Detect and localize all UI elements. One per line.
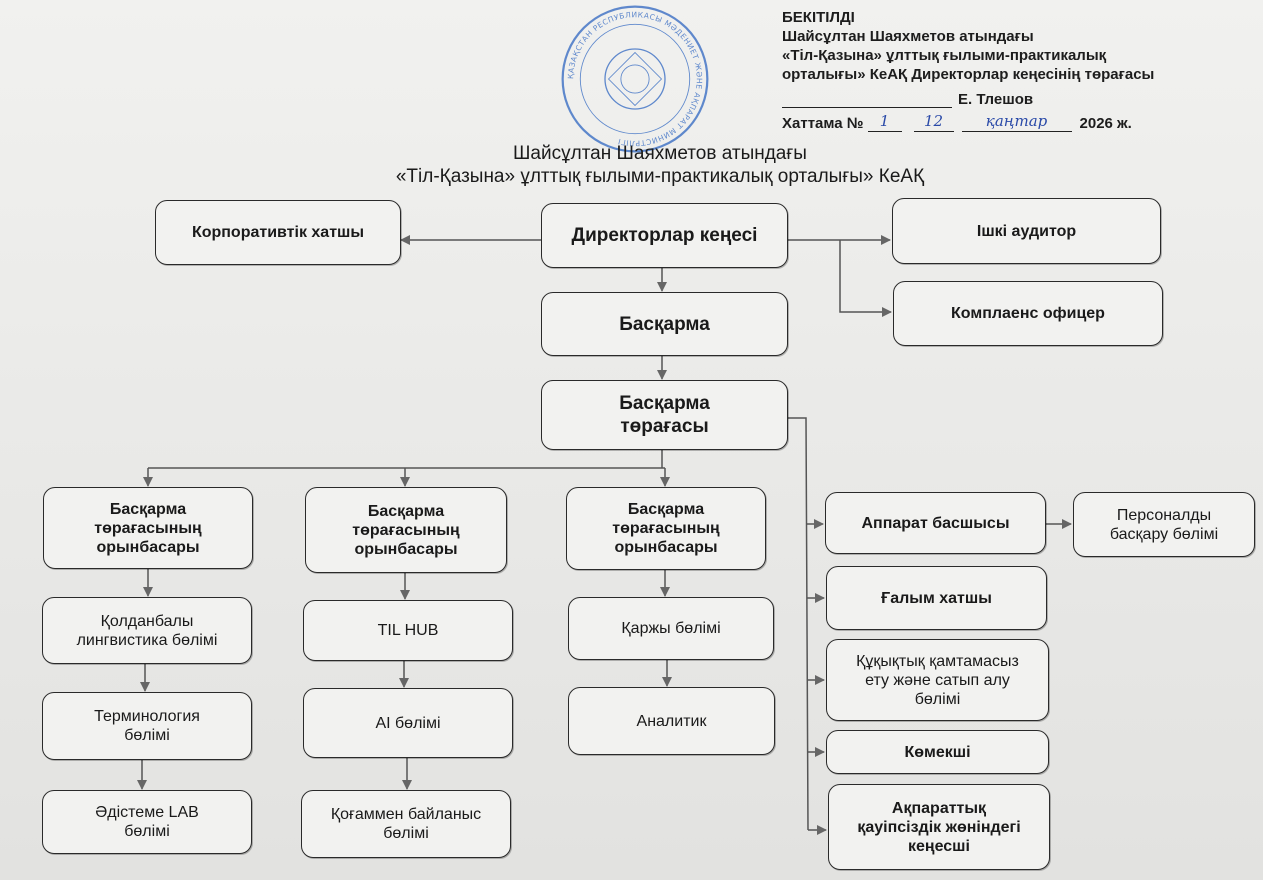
node-management-board[interactable]: Басқарма — [541, 292, 788, 356]
node-compliance-officer[interactable]: Комплаенс офицер — [893, 281, 1163, 346]
node-label-line: Ақпараттық — [891, 799, 987, 817]
node-label-line: Қолданбалы — [100, 612, 194, 630]
node-label: Қаржы бөлімі — [621, 620, 721, 637]
signature-blank — [782, 87, 952, 108]
title-line-1: Шайсұлтан Шаяхметов атындағы — [513, 143, 807, 164]
node-label: Ғалым хатшы — [881, 589, 992, 607]
node-label-line: бөлімі — [124, 823, 170, 840]
approval-line-1: Шайсұлтан Шаяхметов атындағы — [782, 28, 1034, 45]
node-scientific-secretary[interactable]: Ғалым хатшы — [826, 566, 1047, 630]
node-assistant[interactable]: Көмекші — [826, 730, 1049, 774]
node-label: Басқарма — [619, 313, 710, 335]
node-legal-procurement[interactable]: Құқықтық қамтамасыз ету және сатып алу б… — [826, 639, 1049, 721]
protocol-number: 1 — [879, 112, 890, 130]
node-label: Аппарат басшысы — [861, 514, 1010, 532]
node-deputy-2[interactable]: Басқарма төрағасының орынбасары — [305, 487, 507, 573]
node-terminology[interactable]: Терминология бөлімі — [42, 692, 252, 760]
node-label-line: Басқарма — [619, 393, 710, 414]
node-label-line: төрағасы — [620, 416, 709, 437]
node-label: Ішкі аудитор — [976, 222, 1077, 240]
node-finance[interactable]: Қаржы бөлімі — [568, 597, 774, 660]
node-label-line: Қоғаммен байланыс — [330, 806, 482, 823]
node-label-line: ету және сатып алу — [865, 671, 1010, 689]
node-label-line: бөлімі — [124, 727, 170, 744]
node-label-line: қауіпсіздік жөніндегі — [857, 818, 1021, 836]
node-label: Директорлар кеңесі — [571, 225, 758, 246]
node-label-line: орынбасары — [96, 538, 200, 556]
protocol-year: 2026 ж. — [1079, 115, 1132, 132]
node-til-hub[interactable]: TIL HUB — [303, 600, 513, 661]
approval-line-3: орталығы» КеАҚ Директорлар кеңесінің төр… — [782, 66, 1155, 83]
node-label: AI бөлімі — [375, 714, 441, 732]
node-applied-linguistics[interactable]: Қолданбалы лингвистика бөлімі — [42, 597, 252, 664]
node-label: TIL HUB — [377, 622, 439, 639]
node-label-line: Басқарма — [627, 501, 705, 518]
node-label-line: төрағасының — [352, 521, 460, 539]
node-label: Корпоративтік хатшы — [191, 224, 365, 241]
node-label-line: төрағасының — [94, 519, 202, 537]
node-label-line: Басқарма — [109, 500, 187, 518]
node-board-of-directors[interactable]: Директорлар кеңесі — [541, 203, 788, 268]
node-label-line: лингвистика бөлімі — [76, 631, 218, 649]
signature-line: Е. Тлешов — [782, 84, 1252, 108]
signer-name: Е. Тлешов — [958, 91, 1034, 108]
node-label-line: Терминология — [94, 708, 200, 725]
node-deputy-3[interactable]: Басқарма төрағасының орынбасары — [566, 487, 766, 570]
node-public-relations[interactable]: Қоғаммен байланыс бөлімі — [301, 790, 511, 858]
node-label-line: орынбасары — [354, 540, 458, 558]
node-label: Аналитик — [636, 712, 707, 730]
node-label-line: Басқарма — [367, 502, 445, 520]
node-chairman[interactable]: Басқарма төрағасы — [541, 380, 788, 450]
protocol-label: Хаттама № — [782, 115, 864, 132]
protocol-line: Хаттама № 1 12 қаңтар 2026 ж. — [782, 108, 1252, 132]
node-label-line: кеңесші — [908, 837, 970, 855]
node-chief-of-staff[interactable]: Аппарат басшысы — [825, 492, 1046, 554]
node-label-line: орынбасары — [614, 539, 718, 556]
node-corporate-secretary[interactable]: Корпоративтік хатшы — [155, 200, 401, 265]
node-label: Көмекші — [904, 743, 971, 761]
node-label: Комплаенс офицер — [951, 305, 1105, 322]
node-methodology-lab[interactable]: Әдістеме LAB бөлімі — [42, 790, 252, 854]
protocol-day: 12 — [923, 112, 944, 130]
node-label-line: төрағасының — [612, 520, 720, 537]
node-hr-department[interactable]: Персоналды басқару бөлімі — [1073, 492, 1255, 557]
approval-heading: БЕКІТІЛДІ — [782, 9, 855, 26]
node-label-line: Персоналды — [1116, 506, 1212, 524]
document-title: Шайсұлтан Шаяхметов атындағы «Тіл-Қазына… — [250, 142, 1070, 188]
node-label-line: Құқықтық қамтамасыз — [856, 652, 1019, 670]
node-deputy-1[interactable]: Басқарма төрағасының орынбасары — [43, 487, 253, 569]
node-label-line: бөлімі — [914, 690, 961, 708]
node-internal-auditor[interactable]: Ішкі аудитор — [892, 198, 1161, 264]
node-label-line: басқару бөлімі — [1109, 525, 1219, 543]
approval-block: БЕКІТІЛДІ Шайсұлтан Шаяхметов атындағы «… — [782, 8, 1252, 132]
approval-line-2: «Тіл-Қазына» ұлттық ғылыми-практикалық — [782, 47, 1107, 64]
node-ai-department[interactable]: AI бөлімі — [303, 688, 513, 758]
node-infosec-advisor[interactable]: Ақпараттық қауіпсіздік жөніндегі кеңесші — [828, 784, 1050, 870]
node-analyst[interactable]: Аналитик — [568, 687, 775, 755]
node-label-line: бөлімі — [383, 825, 429, 842]
node-label-line: Әдістеме LAB — [95, 804, 199, 821]
protocol-month: қаңтар — [985, 112, 1048, 130]
title-line-2: «Тіл-Қазына» ұлттық ғылыми-практикалық о… — [395, 166, 925, 187]
